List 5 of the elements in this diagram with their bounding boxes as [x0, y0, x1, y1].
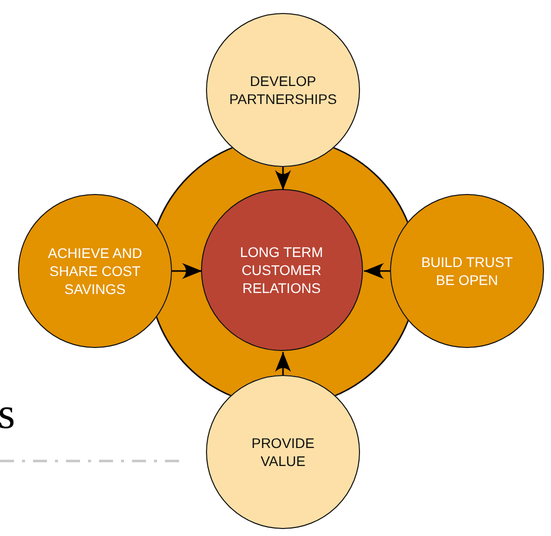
node-label: ACHIEVE AND SHARE COST SAVINGS: [46, 244, 144, 298]
node-label: PROVIDE VALUE: [250, 434, 316, 470]
node-label: LONG TERM CUSTOMER RELATIONS: [239, 242, 324, 296]
node-label: DEVELOP PARTNERSHIPS: [228, 72, 338, 108]
node-label: BUILD TRUST BE OPEN: [420, 253, 514, 289]
